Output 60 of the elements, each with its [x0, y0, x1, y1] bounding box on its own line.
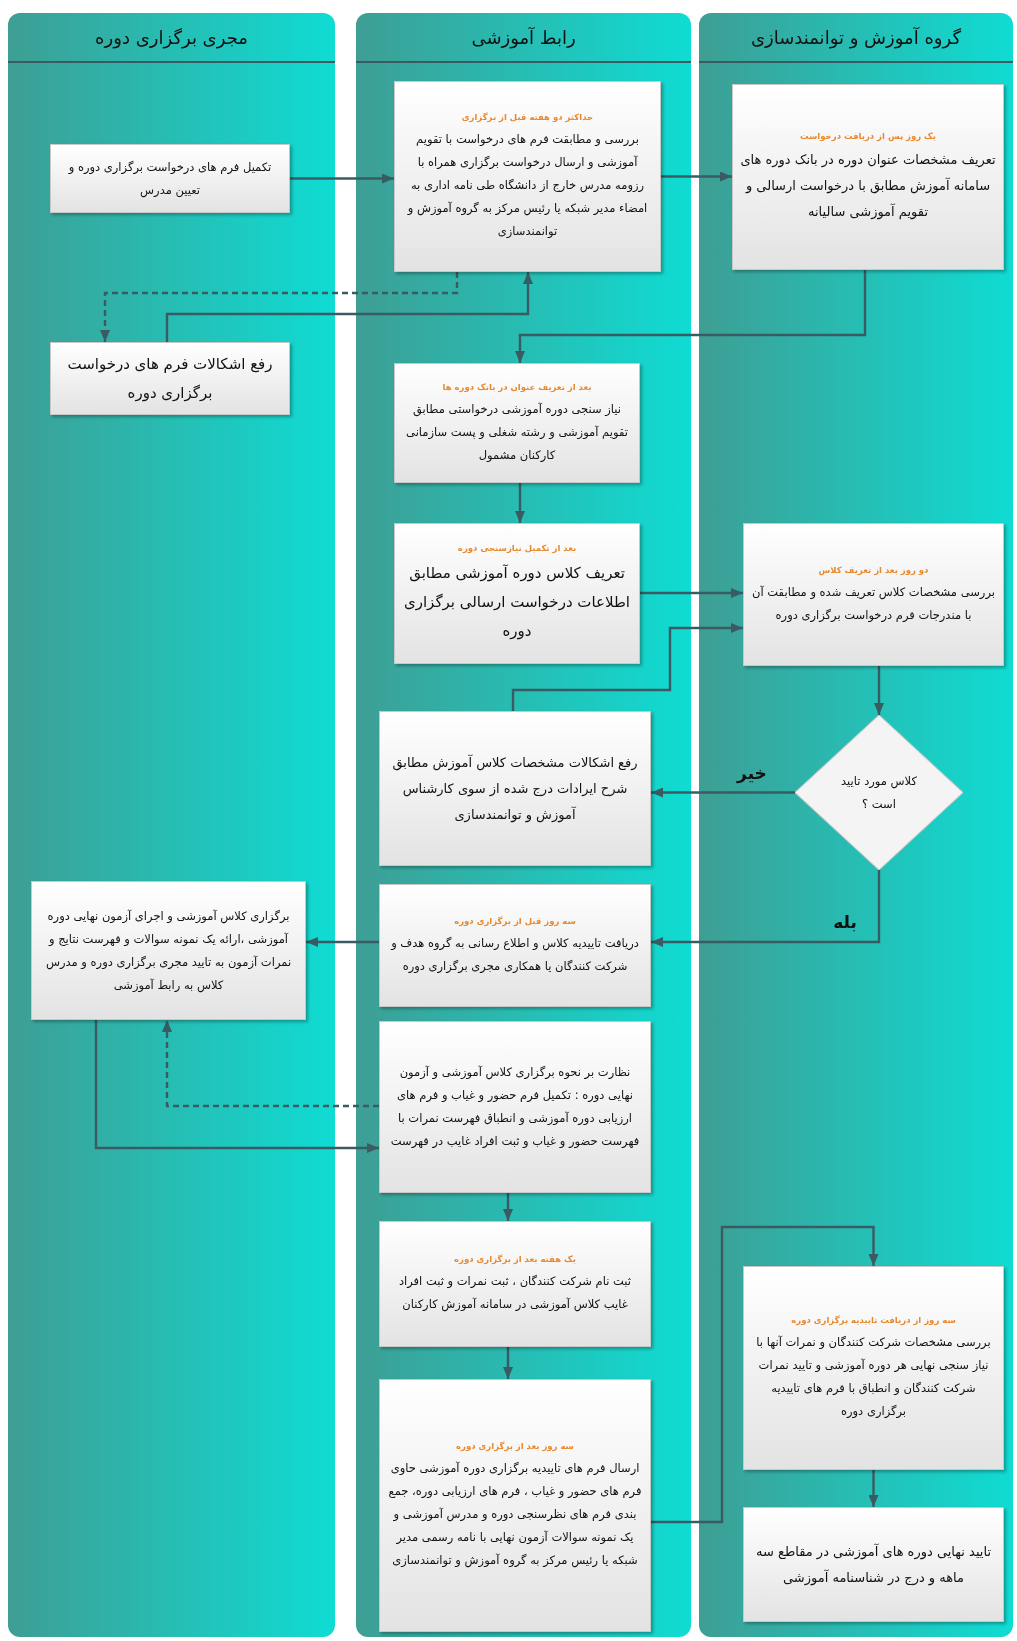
- edge-label: بله: [833, 912, 857, 932]
- arrow: [503, 1193, 513, 1221]
- timing-note: دو روز بعد از تعریف کلاس: [818, 563, 929, 577]
- swimlane: [356, 13, 691, 1637]
- timing-note: بعد از تعریف عنوان در بانک دوره ها: [442, 380, 592, 394]
- arrow: [306, 937, 379, 947]
- arrow: [100, 272, 459, 342]
- arrow: [290, 173, 394, 184]
- arrow: [94, 1020, 379, 1153]
- arrow: [165, 272, 533, 342]
- step-text: بررسی مشخصات شرکت کنندگان و نمرات آنها با نیاز سنجی نهایی هر دوره آموزشی و تایید نمرات شرکت کنندگان و انطباق با فرم های تاییدیه برگزاری دوره: [755, 1334, 992, 1420]
- process-box: تایید نهایی دوره های آموزشی در مقاطع سه ماهه و درج در شناسنامه آموزشی: [743, 1507, 1004, 1622]
- arrow: [515, 483, 525, 523]
- process-box: [743, 1266, 1004, 1470]
- process-box: رفع اشکالات مشخصات کلاس آموزش مطابق شرح ایرادات درج شده از سوی کارشناس آموزش و توانمندسازی: [379, 711, 651, 866]
- arrow: [511, 623, 743, 711]
- step-text: ثبت نام شرکت کنندگان ، ثبت نمرات و ثبت افراد غایب کلاس آموزشی در سامانه آموزش کارکنان: [397, 1273, 633, 1314]
- arrow: [503, 1347, 513, 1379]
- process-box: [379, 884, 651, 1007]
- process-box: [379, 1379, 651, 1632]
- edge-label: خیر: [737, 763, 767, 783]
- arrow: [874, 666, 884, 715]
- arrow: [868, 1470, 879, 1507]
- step-text: دریافت تاییدیه کلاس و اطلاع رسانی به گروه هدف و شرکت کنندگان یا همکاری مجری برگزاری دوره: [389, 934, 640, 975]
- timing-note: حداکثر دو هفته قبل از برگزاری: [461, 111, 594, 124]
- arrow: [651, 1225, 879, 1524]
- process-box: برگزاری کلاس آموزشی و اجرای آزمون نهایی دوره آموزشی ،ارائه یک نمونه سوالات و فهرست نتایج و نمرات آزمون به تایید مجری برگزاری دوره و مدرس کلاس به رابط آموزشی: [31, 881, 306, 1020]
- arrow: [640, 588, 743, 598]
- timing-note: یک هفته بعد از برگزاری دوره: [454, 1253, 576, 1266]
- process-box: تکمیل فرم های درخواست برگزاری دوره و تعیین مدرس: [50, 144, 290, 213]
- process-box: [379, 1221, 651, 1347]
- timing-note: سه روز قبل از برگزاری دوره: [454, 914, 576, 928]
- step-text: تعریف مشخصات عنوان دوره در بانک دوره های سامانه آموزش مطابق با درخواست ارسالی و تقویم آموزشی سالیانه: [740, 151, 996, 222]
- lane-header: مجری برگزاری دوره: [8, 13, 335, 63]
- step-text: تعریف کلاس دوره آموزشی مطابق اطلاعات درخواست ارسالی برگزاری دوره: [402, 563, 632, 642]
- process-box: [394, 81, 661, 272]
- process-box: رفع اشکالات فرم های درخواست برگزاری دوره: [50, 342, 290, 415]
- timing-note: بعد از تکمیل نیازسنجی دوره: [457, 542, 577, 555]
- process-box: [394, 363, 640, 483]
- arrow: [651, 787, 795, 798]
- decision-diamond: کلاس مورد تایید است ؟: [795, 715, 963, 870]
- timing-note: سه روز بعد از برگزاری دوره: [456, 1440, 574, 1453]
- swimlane: [699, 13, 1013, 1637]
- process-box: نظارت بر نحوه برگزاری کلاس آموزشی و آزمون نهایی دوره : تکمیل فرم حضور و غیاب و فرم های ارزیابی دوره آموزشی و انطباق فهرست نمرات با فهرست حضور و غیاب و ثبت افراد غایب در فهرست: [379, 1021, 651, 1193]
- lane-header: گروه آموزش و توانمندسازی: [699, 13, 1013, 63]
- step-text: بررسی و مطابقت فرم های درخواست با تقویم آموزشی و ارسال درخواست برگزاری همراه با رزومه مدرس خارج از دانشگاه طی نامه اداری به امضاء مدیر شبکه یا رئیس مرکز به گروه آموزش و توانمندسازی: [406, 131, 649, 240]
- timing-note: یک روز پس از دریافت درخواست: [800, 130, 936, 143]
- timing-note: سه روز از دریافت تاییدیه برگزاری دوره: [791, 1314, 956, 1327]
- step-text: بررسی مشخصات کلاس تعریف شده و مطابقت آن با مندرجات فرم درخواست برگزاری دوره: [751, 583, 996, 624]
- process-box: [394, 523, 640, 664]
- arrow: [515, 270, 867, 363]
- step-text: ارسال فرم های تاییدیه برگزاری دوره آموزشی حاوی فرم های حضور و غیاب ، فرم های ارزیابی دوره، جمع بندی فرم های نظرسنجی دوره و مدرس آموزشی و یک نمونه سوالات آزمون نهایی با نامه رسمی مدیر شبکه یا رئیس مرکز به گروه آموزش و توانمندسازی: [387, 1460, 643, 1570]
- process-box: [732, 84, 1004, 270]
- swimlane: [8, 13, 335, 1637]
- process-box: [743, 523, 1004, 666]
- arrow: [651, 870, 881, 947]
- arrow: [661, 171, 732, 182]
- arrow: [162, 1020, 379, 1108]
- lane-header: رابط آموزشی: [356, 13, 691, 63]
- step-text: نیاز سنجی دوره آموزشی درخواستی مطابق تقویم آموزشی و رشته شغلی و پست سازمانی کارکنان مشمول: [405, 400, 629, 464]
